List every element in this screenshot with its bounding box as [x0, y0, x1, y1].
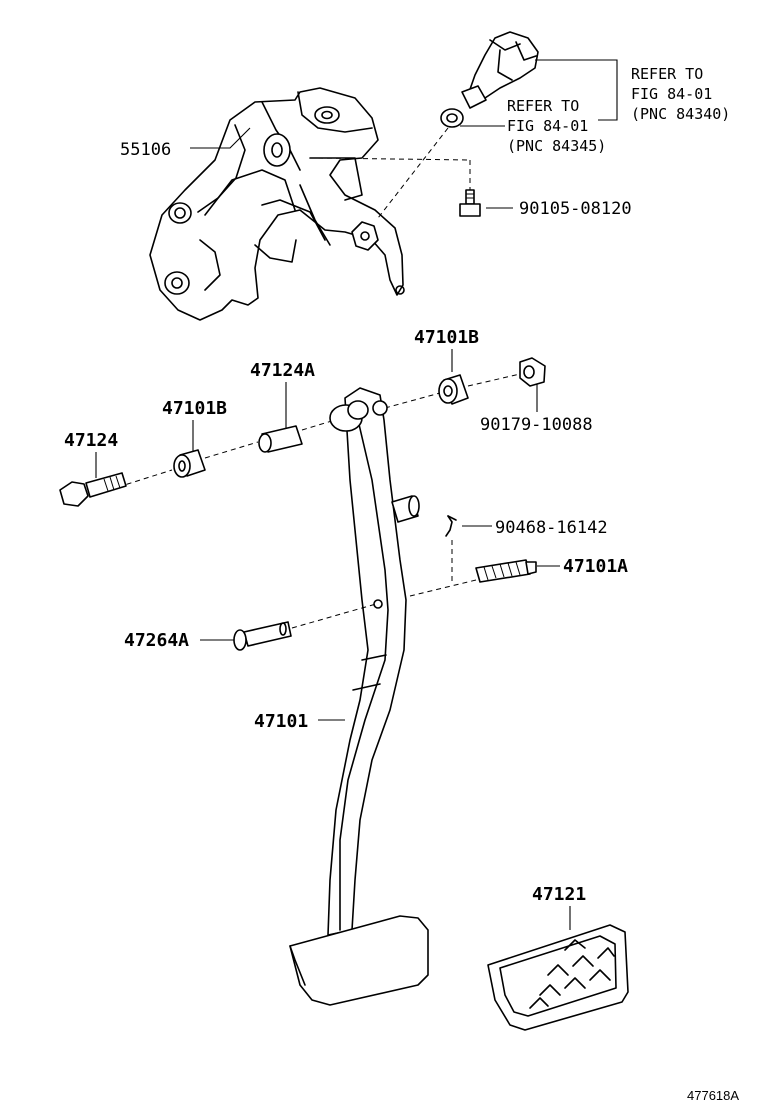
bracket-part-number: 55106 — [120, 140, 171, 160]
retainer-reference-note: REFER TO FIG 84-01 (PNC 84345) — [507, 97, 606, 155]
pin-part-number: 47264A — [124, 630, 189, 651]
right-bushing-drawing — [438, 374, 469, 405]
stop-lamp-switch-drawing — [461, 31, 539, 109]
clip-drawing — [445, 515, 457, 537]
stopper-part-number: 47101A — [563, 556, 628, 577]
bracket-bolt-part-number: 90105-08120 — [519, 199, 632, 219]
switch-ref-line-1: REFER TO — [631, 65, 703, 83]
pivot-bolt-part-number: 47124 — [64, 430, 118, 451]
retainer-ref-line-2: FIG 84-01 — [507, 117, 588, 135]
pin-drawing — [233, 621, 292, 651]
switch-retainer-drawing — [440, 108, 464, 128]
pedal-pad-base-drawing — [289, 915, 429, 1006]
switch-ref-line-3: (PNC 84340) — [631, 105, 730, 123]
stopper-drawing — [475, 559, 537, 583]
bracket-bolt-drawing — [459, 189, 481, 217]
retainer-ref-line-1: REFER TO — [507, 97, 579, 115]
collar-drawing — [258, 425, 303, 453]
pedal-arm-part-number: 47101 — [254, 711, 308, 732]
nut-part-number: 90179-10088 — [480, 415, 593, 435]
figure-code: 477618A — [687, 1088, 739, 1103]
retainer-ref-line-3: (PNC 84345) — [507, 137, 606, 155]
collar-part-number: 47124A — [250, 360, 315, 381]
switch-reference-note: REFER TO FIG 84-01 (PNC 84340) — [631, 65, 730, 123]
pedal-bracket-drawing — [149, 87, 405, 321]
left-bushing-part-number: 47101B — [162, 398, 227, 419]
clip-part-number: 90468-16142 — [495, 518, 608, 538]
left-bushing-drawing — [173, 449, 206, 478]
pivot-bolt-drawing — [59, 472, 127, 507]
pivot-nut-drawing — [519, 357, 546, 387]
pedal-arm-drawing — [327, 387, 420, 936]
right-bushing-part-number: 47101B — [414, 327, 479, 348]
pedal-pad-cover-drawing — [487, 924, 629, 1031]
pedal-pad-part-number: 47121 — [532, 884, 586, 905]
switch-ref-line-2: FIG 84-01 — [631, 85, 712, 103]
